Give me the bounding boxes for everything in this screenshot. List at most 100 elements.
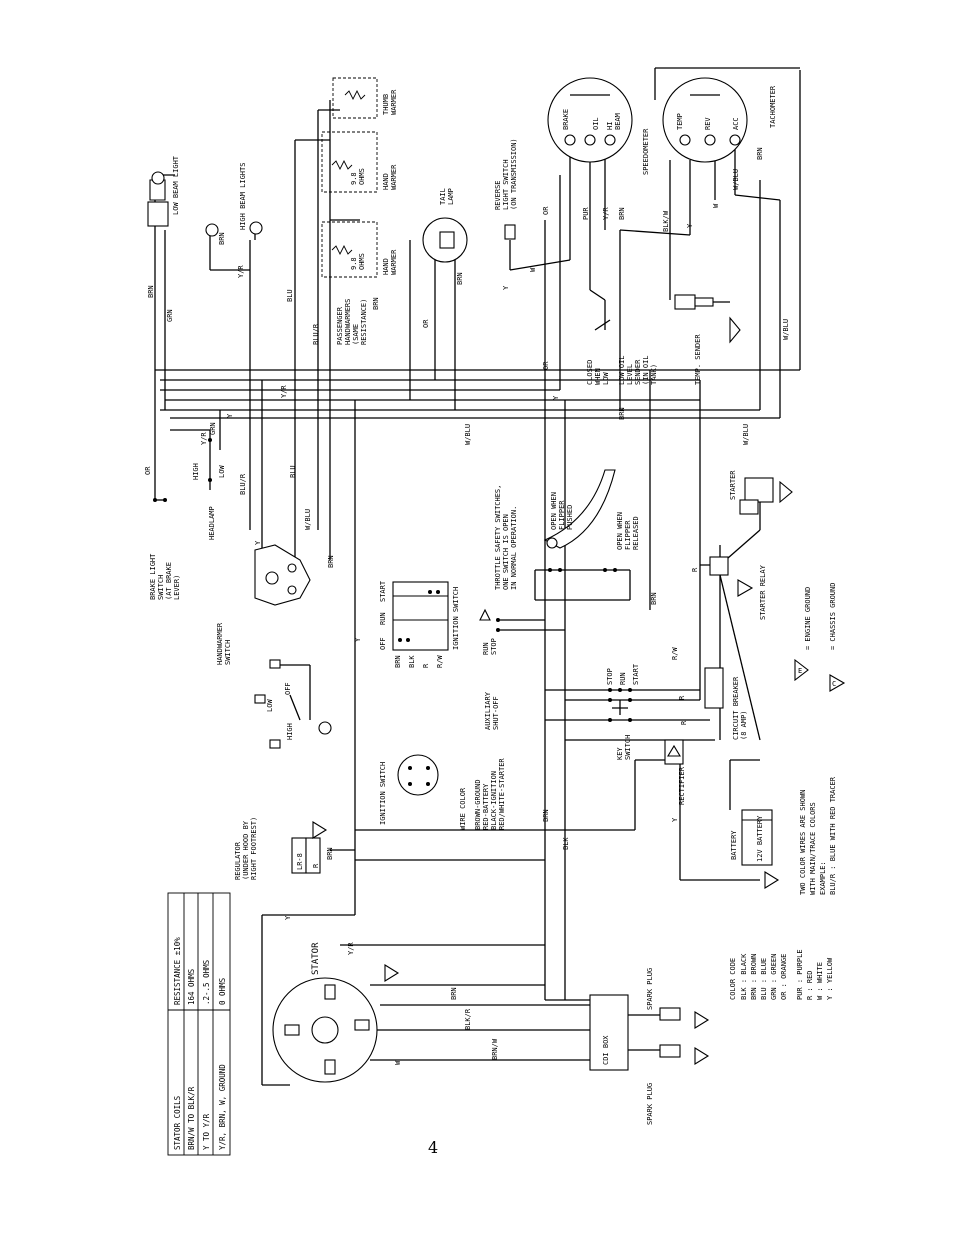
oil-sender-label: LOW OIL [618,355,626,385]
color-code-row: Y : YELLOW [826,957,834,1000]
wire-label-grn: GRN [209,422,217,435]
open-released-2: FLIPPER [624,520,632,550]
off-label: OFF [284,682,292,695]
low-oil-sender: CLOSED WHEN LOW LOW OIL LEVEL SENDER (IN… [586,319,658,385]
throttle-safety-switches: THROTTLE SAFETY SWITCHES, ONE SWITCH IS … [494,469,640,590]
ign-wire-rw: R/W [436,655,444,668]
headlamp-switch: HIGH LOW HEADLAMP [192,438,226,540]
ign-pos-run: RUN [379,612,387,625]
wire-color-row: RED-BATTERY [482,783,490,830]
hi-beam-gauge-label: HI [606,122,614,130]
reverse-light-switch: REVERSE LIGHT SWITCH (ON TRANSMISSION) [494,138,518,240]
table-cell: Y TO Y/R [202,1113,211,1150]
wire-label-w: W [712,203,720,208]
ignition-switch-box: OFF RUN START IGNITION SWITCH BRN BLK R … [379,580,460,668]
temp-sender: TEMP. SENDER [674,294,741,385]
regulator: LR-8 REGULATOR (UNDER HOOD BY RIGHT FOOT… [234,817,328,880]
ignition-switch-round: IGNITION SWITCH [379,754,439,825]
headlamp-label: HEADLAMP [208,506,216,540]
wire-color-legend: WIRE COLOR BROWN-GROUND RED-BATTERY BLAC… [459,758,506,830]
wire-label-y: Y [254,540,262,545]
battery: BATTERY 12V BATTERY [730,809,780,889]
spark-plug-top: SPARK PLUG [646,968,710,1029]
hand-warmer-b-label: HAND [382,258,390,275]
passenger-label-3: (SAME [352,324,360,345]
wire-label-blur: BLU/R [239,473,247,495]
aux-label-2: SHUT-OFF [492,696,500,730]
wire-label-brn: BRN [756,147,764,160]
wire-label-wblu: W/BLU [782,319,790,340]
color-code-row: OR : ORANGE [780,954,788,1000]
circuit-breaker: CIRCUIT BREAKER (8 AMP) [704,667,748,740]
wire-label-or: OR [144,466,152,475]
wire-label-r: R [680,720,688,725]
wire-label-brn: BRN [650,592,658,605]
ohms-a-2: OHMS [358,168,366,185]
key-stop: STOP [606,668,614,685]
throttle-label-3: IN NORMAL OPERATION. [510,506,518,590]
regulator-label-3: RIGHT FOOTREST) [250,817,258,880]
wire-label-or: OR [542,361,550,370]
wire-label-w: W [529,267,537,272]
table-cell: 0 OHMS [218,977,227,1005]
color-code-row: BLK : BLACK [740,953,748,1000]
wire-label-wblu: W/BLU [732,169,740,190]
oil-sender-label-2: LEVEL [626,364,634,385]
rectifier: RECTIFIER [664,739,686,805]
wire-label-blu: BLU [289,465,297,478]
wire-label-yr: Y/R [280,385,288,398]
harness-wires [154,67,801,1086]
oil-gauge-label: OIL [592,117,600,130]
thumb-warmer-label-2: WARMER [390,89,398,115]
passenger-label-2: HANDWARMERS [344,299,352,345]
wire-label-yr: Y/R [200,432,208,445]
temp-sender-label: TEMP. SENDER [694,334,702,385]
wire-label-grn: GRN [166,309,174,322]
wire-label-wblu: W/BLU [742,424,750,445]
wire-label-brnw: BRN/W [491,1038,499,1060]
wire-label-blur: BLU/R [312,323,320,345]
color-code-row: PUR : PURPLE [796,949,804,1000]
color-code-legend: COLOR CODE BLK : BLACK BRN : BROWN BLU :… [729,949,834,1000]
wire-label-yr: Y/R [602,207,610,220]
high-beam-label: HIGH BEAM LIGHTS [239,163,247,230]
ohms-b-2: OHMS [358,253,366,270]
high-hw-label: HIGH [286,723,294,740]
wire-label-brn: BRN [218,232,226,245]
wire-label-yr: Y/R [237,265,245,278]
cdi-box: CDI BOX [589,994,660,1071]
closed-when-low-3: LOW [602,372,610,385]
speedometer-label: SPEEDOMETER [642,128,650,175]
table-header-coils: STATOR COILS [173,1095,182,1150]
wire-label-r: R [312,863,320,868]
table-cell: BRN/W TO BLK/R [187,1086,196,1150]
regulator-part-label: LR-8 [296,853,304,870]
ground-c-symbol: C [832,680,836,688]
tachometer: TEMP REV ACC TACHOMETER [662,77,777,163]
table-header-resistance: RESISTANCE ±10% [173,937,182,1005]
low-beam-light: LOW BEAM LIGHT [147,155,180,227]
wire-label-w: W [394,1060,402,1065]
color-code-row: GRN : GREEN [770,954,778,1000]
hand-warmer-label: HAND [382,173,390,190]
spark-plug-bottom: SPARK PLUG [646,1044,710,1125]
starter: STARTER [729,470,793,515]
ign-wire-brn: BRN [394,655,402,668]
ign-wire-blk: BLK [408,655,416,668]
wire-label-brn: BRN [327,555,335,568]
two-color-note-line: BLU/R : BLUE WITH RED TRACER [829,776,837,895]
rev-gauge-label: REV [704,117,712,130]
table-cell: .2-.5 OHMS [202,959,211,1005]
key-switch-label-2: SWITCH [624,735,632,760]
wire-label-brn: BRN [372,297,380,310]
brake-switch-label-4: LEVER) [173,575,181,600]
wire-label-y: Y [671,817,679,822]
ignition-switch-round-label: IGNITION SWITCH [379,762,387,825]
wire-label-blkr: BLK/R [464,1008,472,1030]
key-start: START [632,663,640,685]
low-label: LOW [218,465,226,478]
stator: STATOR [272,942,400,1083]
auxiliary-shutoff: RUN STOP AUXILIARY SHUT-OFF [479,608,500,730]
acc-gauge-label: ACC [732,117,740,130]
wire-label-y: Y [686,223,694,228]
